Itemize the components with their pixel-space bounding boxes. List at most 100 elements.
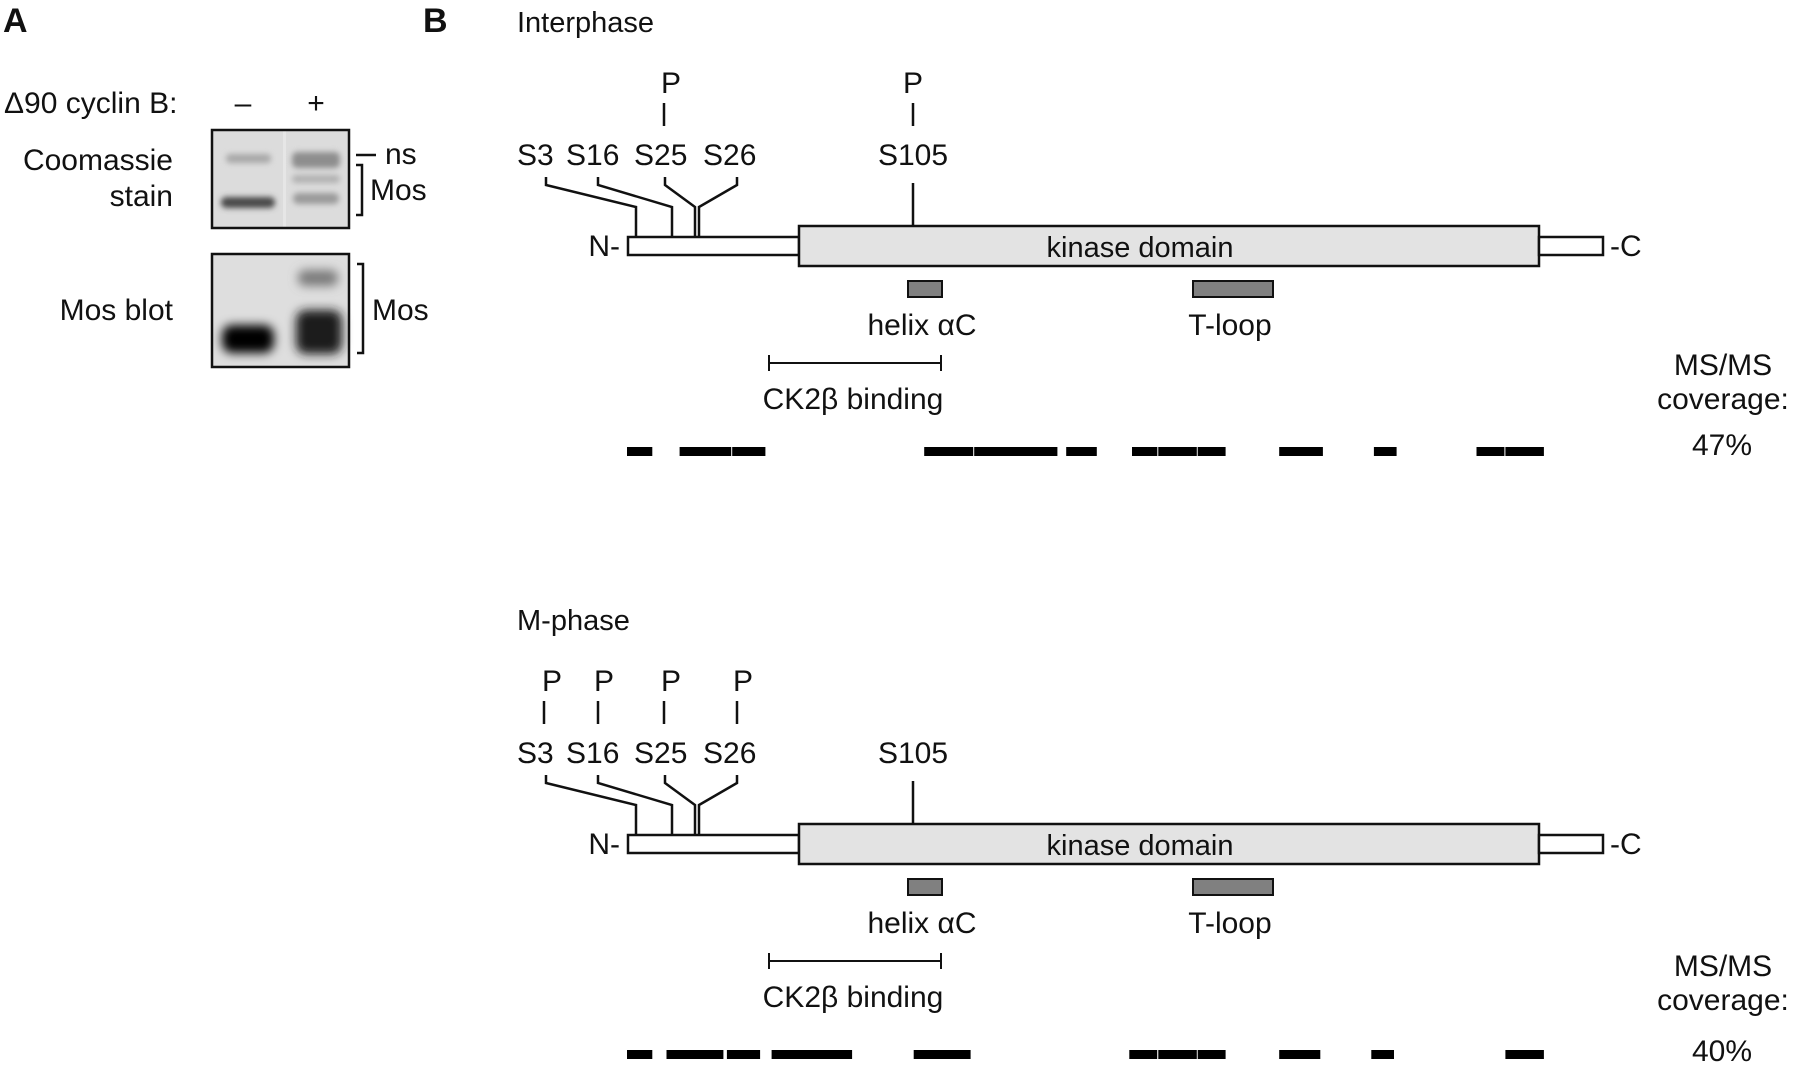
kinase-domain-label: kinase domain: [1047, 830, 1234, 862]
site-label-s25: S25: [634, 139, 687, 172]
band-ns-minus: [226, 154, 271, 163]
site-label-s26: S26: [703, 139, 756, 172]
coverage-segment: [974, 447, 1058, 456]
mos-bracket-coomassie: [356, 163, 364, 217]
mos-bracket-blot: [357, 262, 365, 355]
coverage-label-line2: coverage:: [1657, 383, 1789, 416]
connector-s25: [663, 775, 697, 835]
coverage-percent: 47%: [1692, 429, 1752, 462]
coverage-segment: [666, 1050, 724, 1059]
condition-label: Δ90 cyclin B:: [4, 87, 177, 120]
helix-ac-label: helix αC: [867, 309, 976, 342]
n-terminus-label: N-: [588, 230, 620, 263]
lane-label-plus: +: [307, 87, 325, 120]
coverage-label-line1: MS/MS: [1674, 349, 1772, 382]
coverage-segment: [1371, 1050, 1394, 1059]
coverage-segment: [1505, 1050, 1544, 1059]
c-terminus-label: -C: [1610, 230, 1642, 263]
coverage-segment: [1158, 447, 1197, 456]
lane-label-minus: –: [235, 87, 252, 120]
panel-letter-b: B: [423, 2, 448, 40]
connector-s26: [697, 775, 739, 835]
coverage-segment: [732, 447, 766, 456]
coverage-segment: [1066, 447, 1097, 456]
band-ns-plus: [292, 152, 340, 168]
phospho-marker-s105: P: [903, 67, 923, 126]
mos-blot-label: Mos blot: [60, 294, 174, 327]
coverage-segment: [1279, 1050, 1321, 1059]
t-loop-label: T-loop: [1188, 309, 1271, 342]
ns-label: ns: [385, 138, 417, 171]
phospho-marker-s16: P: [594, 665, 614, 724]
mos-label-coomassie: Mos: [370, 174, 427, 207]
helix-ac-motif: [907, 878, 943, 896]
coverage-segment: [771, 1050, 853, 1059]
site-label-s3: S3: [517, 737, 554, 770]
coverage-segment: [726, 1050, 761, 1059]
mos-blot-frame: [210, 252, 351, 369]
connector-s16: [596, 177, 674, 237]
coomassie-gel-frame: [210, 128, 351, 230]
interphase-diagram: Interphase S3 S16 S25 S26 S105 P P P P P…: [517, 7, 1789, 462]
svg-text:P: P: [903, 67, 923, 100]
n-terminus-label: N-: [588, 828, 620, 861]
site-label-s3: S3: [517, 139, 554, 172]
site-label-s25: S25: [634, 737, 687, 770]
coverage-label-line1: MS/MS: [1674, 950, 1772, 983]
svg-text:P: P: [733, 665, 753, 698]
helix-ac-label: helix αC: [867, 907, 976, 940]
svg-text:P: P: [661, 665, 681, 698]
connector-s3: [544, 775, 638, 835]
coverage-segment: [627, 1050, 653, 1059]
diagram-title: M-phase: [517, 605, 630, 637]
c-terminal-region: [1537, 833, 1605, 855]
coomassie-label: Coomassie: [23, 144, 173, 177]
panel-b: B Interphase S3 S16 S25 S26 S105 P P P P…: [423, 2, 1789, 1068]
coverage-segment: [913, 1050, 971, 1059]
blot-band-lower-plus: [296, 310, 342, 354]
svg-text:P: P: [542, 665, 562, 698]
coverage-segment: [1197, 447, 1226, 456]
coverage-segment: [1158, 1050, 1197, 1059]
site-label-s105: S105: [878, 139, 948, 172]
site-connectors: [544, 177, 915, 237]
connector-s26: [697, 177, 739, 237]
t-loop-motif: [1192, 878, 1274, 896]
svg-text:P: P: [661, 67, 681, 100]
coverage-segment: [924, 447, 974, 456]
coverage-segment: [1197, 1050, 1226, 1059]
kinase-domain-label: kinase domain: [1047, 232, 1234, 264]
blot-band-upper-plus: [298, 270, 338, 286]
ck2-binding-label: CK2β binding: [763, 981, 944, 1014]
coverage-segment: [1129, 1050, 1158, 1059]
site-label-s16: S16: [566, 139, 619, 172]
t-loop-label: T-loop: [1188, 907, 1271, 940]
stain-label: stain: [110, 180, 173, 213]
coverage-track: [627, 1050, 1544, 1059]
coverage-segment: [679, 447, 732, 456]
ck2-binding-range: [768, 355, 942, 371]
connector-s16: [596, 775, 674, 835]
ck2-binding-label: CK2β binding: [763, 383, 944, 416]
coverage-segment: [1373, 447, 1397, 456]
diagram-title: Interphase: [517, 7, 654, 39]
phospho-marker-s25: P: [661, 665, 681, 724]
band-mos-upper-plus: [292, 175, 340, 183]
coomassie-gel: [210, 128, 351, 230]
connector-s25: [663, 177, 697, 237]
coverage-segment: [627, 447, 653, 456]
t-loop-motif: [1192, 280, 1274, 298]
phospho-marker-s26: P: [733, 665, 753, 724]
phospho-marker-s3: P: [542, 665, 562, 724]
connector-s3: [544, 177, 638, 237]
coverage-segment: [1476, 447, 1505, 456]
helix-ac-motif: [907, 280, 943, 298]
site-label-s26: S26: [703, 737, 756, 770]
ck2-binding-range: [768, 953, 942, 969]
n-terminal-region: [626, 235, 801, 257]
svg-text:P: P: [594, 665, 614, 698]
phospho-marker-s25: P: [661, 67, 681, 126]
lane-divider: [283, 131, 286, 227]
coverage-segment: [1505, 447, 1544, 456]
coverage-segment: [1279, 447, 1323, 456]
